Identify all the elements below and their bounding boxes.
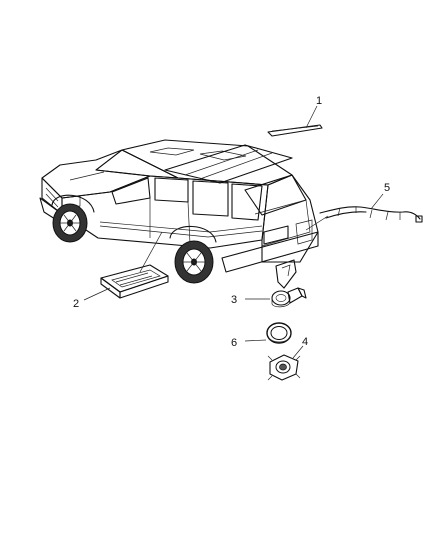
callout-4: 4 [302, 336, 308, 348]
part-5-sensor-wiring-harness [319, 206, 423, 223]
callout-labels: 1 2 3 4 5 6 [73, 95, 390, 349]
rear-wheel [174, 240, 214, 284]
part-1-roof-antenna-bar [267, 124, 323, 137]
leader-4 [292, 345, 304, 359]
leader-5-to-vehicle [305, 215, 329, 231]
callout-5: 5 [384, 182, 390, 194]
callout-6: 6 [231, 337, 237, 349]
vehicle-illustration [39, 139, 319, 289]
part-2-control-module [100, 264, 169, 299]
leader-5 [370, 193, 384, 210]
leader-2 [83, 287, 111, 301]
front-wheel [52, 203, 88, 243]
part-3-park-assist-sensor [271, 287, 307, 308]
callout-3: 3 [231, 294, 237, 306]
leader-1 [305, 105, 318, 129]
leader-2-to-vehicle [139, 231, 163, 273]
part-4-sensor-retainer-bracket [267, 354, 301, 381]
callout-2: 2 [73, 298, 79, 310]
leader-6 [244, 339, 267, 342]
part-6-sensor-bezel-ring [266, 322, 292, 344]
leader-lines [83, 105, 384, 359]
callout-1: 1 [316, 95, 322, 107]
